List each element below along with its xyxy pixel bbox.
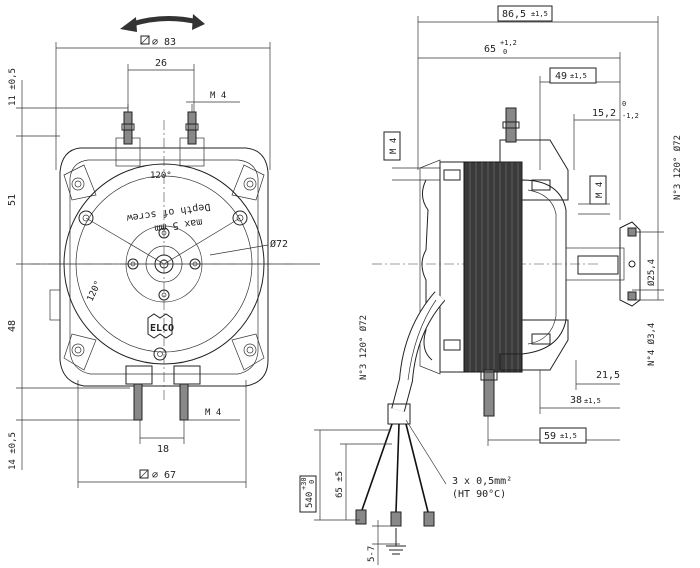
angle-left: 120° (86, 279, 104, 303)
front-view: ∅ 83 26 M 4 11 ±0,5 51 48 14 ±0,5 (7, 14, 320, 488)
length-49: 49 (555, 71, 567, 82)
top-thread: M 4 (210, 91, 226, 101)
length-15-tol-bottom: -1,2 (622, 112, 639, 120)
ground-symbol-icon (386, 528, 406, 555)
cable-length-tol-bottom: 0 (308, 480, 316, 484)
bottom-terminal-left (125, 365, 153, 421)
shaft-dia: Ø25,4 (646, 259, 657, 286)
curved-arrow-icon (120, 14, 205, 32)
cable-length-tol-top: +30 (300, 477, 308, 490)
top-spacing: 26 (155, 58, 167, 69)
dim-38-tol: ±1,5 (584, 397, 601, 405)
cable-length: 540 (305, 492, 315, 508)
holes-bottom: N°3 120° Ø72 (358, 315, 369, 380)
dim-59-tol: ±1,5 (560, 432, 577, 440)
side-view: 86,5 ±1,5 65 +1,2 0 49 ±1,5 15,2 0 -1,2 … (299, 5, 683, 565)
dim-38: 38 (570, 395, 582, 406)
top-terminal-left (115, 104, 141, 167)
holes-top: N°3 120° Ø72 (672, 135, 683, 200)
overall-length: 86,5 (502, 9, 526, 20)
circle-dia: Ø72 (270, 238, 288, 250)
length-65-tol-top: +1,2 (500, 39, 517, 47)
angle-top: 120° (150, 171, 172, 181)
cable-spec-line1: 3 x 0,5mm² (452, 476, 512, 487)
bottom-thread: M 4 (205, 408, 221, 418)
hub-holes: N°4 Ø3,4 (646, 323, 657, 366)
end-length: 5-7 (367, 546, 377, 562)
length-65: 65 (484, 44, 496, 55)
width-label: ∅ 83 (152, 37, 176, 48)
strip-length: 65 ±5 (335, 471, 345, 498)
ELCO-logo: ELCO (147, 313, 174, 339)
dim-left-lower: 48 (7, 320, 18, 332)
length-15-tol-top: 0 (622, 100, 626, 108)
base-label: ∅ 67 (152, 470, 176, 481)
side-top-thread: M 4 (389, 138, 399, 154)
overall-length-tol: ±1,5 (531, 10, 548, 18)
dim-left-top: 11 ±0,5 (8, 68, 18, 106)
svg-text:ELCO: ELCO (150, 323, 174, 334)
top-terminal-right (179, 104, 205, 167)
length-65-tol-bottom: 0 (503, 48, 507, 56)
dim-21: 21,5 (596, 370, 620, 381)
dim-59: 59 (544, 431, 556, 442)
dim-left-bottom: 14 ±0,5 (8, 432, 18, 470)
bottom-spacing: 18 (157, 444, 169, 455)
dim-left-upper: 51 (7, 194, 18, 206)
side-right-thread: M 4 (595, 182, 605, 198)
cable-spec-line2: (HT 90°C) (452, 489, 506, 500)
length-49-tol: ±1,5 (570, 72, 587, 80)
length-15: 15,2 (592, 108, 616, 119)
